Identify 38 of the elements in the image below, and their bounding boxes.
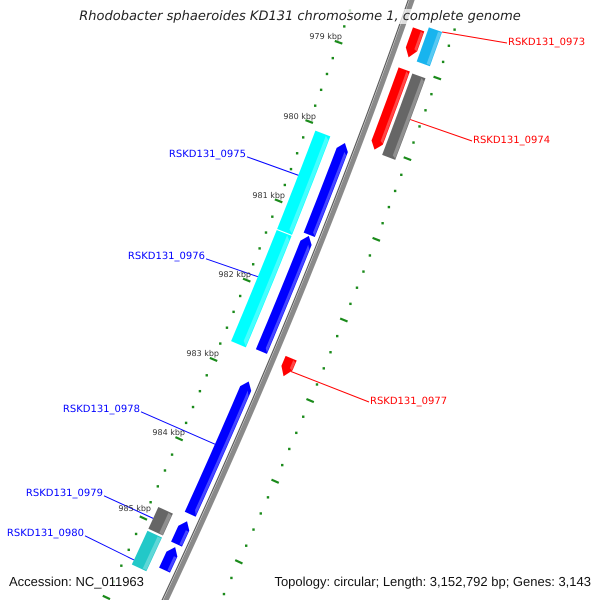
scale-label: 980 kbp [283,112,316,122]
leader-line [206,258,258,278]
scale-label: 983 kbp [186,349,219,359]
leader-line [410,119,472,142]
gene-feature [256,236,312,354]
gene-feature [406,27,424,58]
footer-text: Topology: circular; Length: 3,152,792 bp; Genes: 3,143 [274,574,591,590]
gene-label: RSKD131_0976 [128,251,205,263]
gene-label: RSKD131_0974 [473,135,550,147]
gene-track-block [382,74,426,160]
scale-label: 984 kbp [152,428,185,438]
gene-track-block [132,530,162,572]
footer-text: Accession: NC_011963 [9,574,144,590]
leader-line [290,370,370,402]
gene-label: RSKD131_0978 [62,404,140,416]
gene-feature [171,521,190,547]
gene-feature [304,143,348,238]
scale-label: 982 kbp [218,270,251,280]
gene-feature [281,356,297,376]
gene-label: RSKD131_0977 [370,396,448,408]
scale-label: 979 kbp [309,32,342,42]
leader-line [246,156,299,176]
leader-line [104,495,154,519]
gene-label: RSKD131_0979 [26,488,103,500]
leader-line [442,32,508,44]
gene-track-block [231,230,292,348]
scale-label: 981 kbp [252,191,285,201]
gene-feature [184,382,252,517]
gene-label: RSKD131_0973 [508,37,586,49]
gene-track-block [416,27,442,66]
gene-label: RSKD131_0980 [6,528,84,540]
scale-label: 985 kbp [118,504,151,514]
leader-line [84,535,134,560]
leader-line [140,411,216,445]
map-title: Rhodobacter sphaeroides KD131 chromosome 1, complete genome [77,9,523,24]
gene-label: RSKD131_0975 [168,149,246,161]
gene-feature [159,547,178,573]
gene-feature [372,67,410,150]
